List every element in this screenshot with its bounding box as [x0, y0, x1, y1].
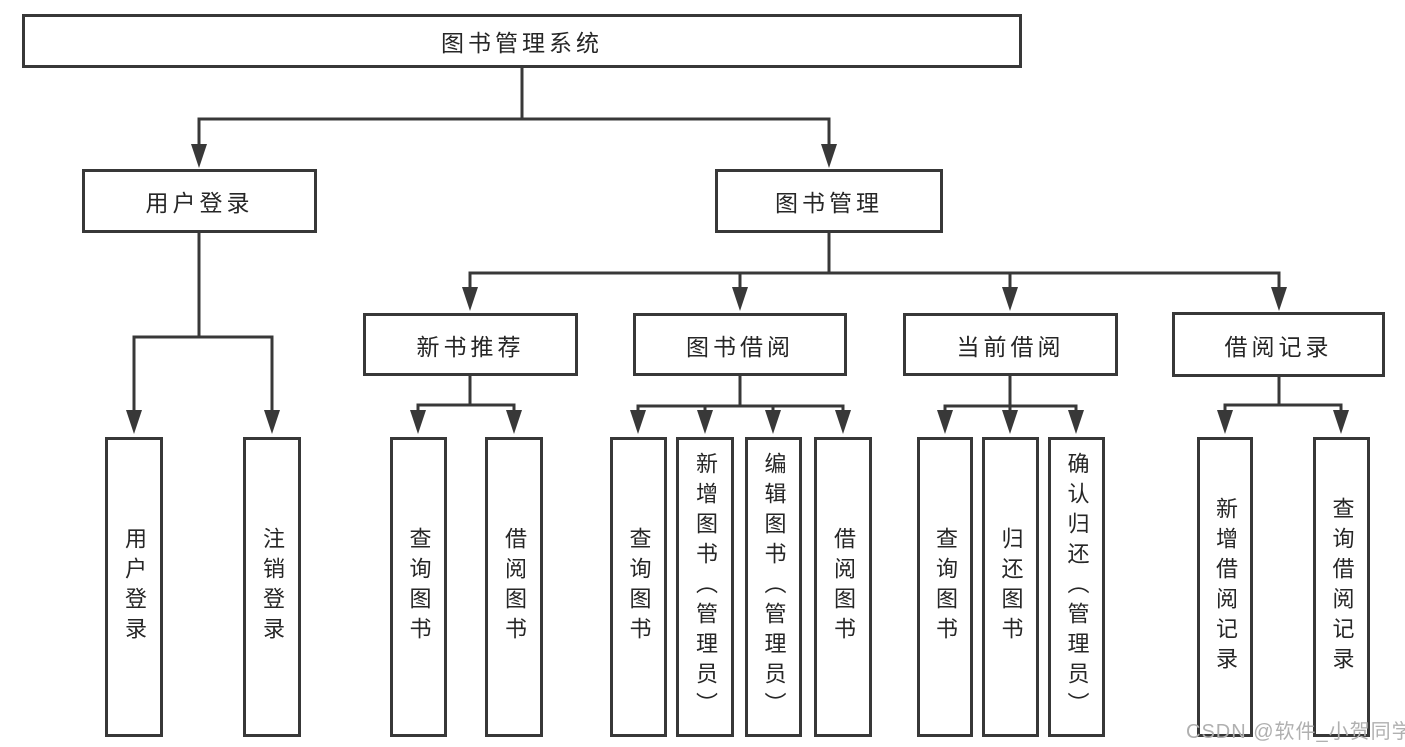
- leaf-query-borrow-record-label: 查询借阅记录: [1329, 497, 1355, 677]
- connector-borrowing-records-to-leaves: [1217, 377, 1349, 434]
- leaf-add-books-admin: 新增图书（管理员）: [676, 437, 734, 737]
- node-current-borrowing-label: 当前借阅: [956, 333, 1065, 360]
- connector-book-management-to-level3: [462, 233, 1287, 311]
- arrowhead-icon: [191, 144, 207, 168]
- arrowhead-icon: [1002, 287, 1018, 311]
- leaf-recommend-query-books: 查询图书: [390, 437, 447, 737]
- leaf-query-borrow-record: 查询借阅记录: [1313, 437, 1370, 737]
- node-book-management: 图书管理: [715, 169, 943, 233]
- arrowhead-icon: [765, 410, 781, 434]
- leaf-confirm-return-admin-label: 确认归还（管理员）: [1064, 452, 1090, 722]
- connector-user-login-to-leaves: [126, 233, 280, 434]
- leaf-recommend-query-books-label: 查询图书: [406, 527, 432, 647]
- leaf-borrow-books-label: 借阅图书: [831, 527, 856, 647]
- leaf-return-books: 归还图书: [982, 437, 1039, 737]
- leaf-confirm-return-admin: 确认归还（管理员）: [1048, 437, 1105, 737]
- leaf-edit-books-admin: 编辑图书（管理员）: [745, 437, 802, 737]
- arrowhead-icon: [410, 410, 426, 434]
- leaf-current-query-books-label: 查询图书: [933, 527, 958, 647]
- arrowhead-icon: [732, 287, 748, 311]
- leaf-add-borrow-record: 新增借阅记录: [1197, 437, 1253, 737]
- arrowhead-icon: [697, 410, 713, 434]
- arrowhead-icon: [1002, 410, 1018, 434]
- leaf-add-books-admin-label: 新增图书（管理员）: [693, 452, 718, 722]
- arrowhead-icon: [821, 144, 837, 168]
- arrowhead-icon: [630, 410, 646, 434]
- arrowhead-icon: [1271, 287, 1287, 311]
- leaf-borrow-query-books-label: 查询图书: [626, 527, 652, 647]
- node-borrowing-records-label: 借阅记录: [1224, 333, 1333, 360]
- leaf-recommend-borrow-books-label: 借阅图书: [502, 527, 527, 647]
- node-new-book-recommendation-label: 新书推荐: [416, 333, 525, 360]
- arrowhead-icon: [1068, 410, 1084, 434]
- connector-current-borrowing-to-leaves: [937, 376, 1084, 434]
- arrowhead-icon: [937, 410, 953, 434]
- connector-root-to-level2: [191, 68, 837, 168]
- node-borrowing-records: 借阅记录: [1172, 312, 1385, 377]
- connector-book-borrowing-to-leaves: [630, 376, 851, 434]
- node-new-book-recommendation: 新书推荐: [363, 313, 578, 376]
- node-root-label: 图书管理系统: [441, 30, 603, 56]
- node-book-management-label: 图书管理: [775, 190, 883, 216]
- node-user-login-label: 用户登录: [145, 190, 254, 216]
- arrowhead-icon: [1333, 410, 1349, 434]
- leaf-current-query-books: 查询图书: [917, 437, 973, 737]
- arrowhead-icon: [462, 287, 478, 311]
- node-book-borrowing: 图书借阅: [633, 313, 847, 376]
- csdn-watermark: CSDN @软件_小贺同学: [1186, 721, 1405, 743]
- arrowhead-icon: [126, 410, 142, 434]
- node-root: 图书管理系统: [22, 14, 1022, 68]
- leaf-user-login: 用户登录: [105, 437, 163, 737]
- node-user-login: 用户登录: [82, 169, 317, 233]
- leaf-add-borrow-record-label: 新增借阅记录: [1213, 497, 1238, 677]
- leaf-logout-label: 注销登录: [260, 527, 285, 647]
- arrowhead-icon: [1217, 410, 1233, 434]
- leaf-logout: 注销登录: [243, 437, 301, 737]
- arrowhead-icon: [264, 410, 280, 434]
- arrowhead-icon: [506, 410, 522, 434]
- arrowhead-icon: [835, 410, 851, 434]
- leaf-borrow-books: 借阅图书: [814, 437, 872, 737]
- connector-new-book-recommendation-to-leaves: [410, 376, 522, 434]
- node-current-borrowing: 当前借阅: [903, 313, 1118, 376]
- leaf-edit-books-admin-label: 编辑图书（管理员）: [761, 452, 787, 722]
- leaf-borrow-query-books: 查询图书: [610, 437, 667, 737]
- node-book-borrowing-label: 图书借阅: [686, 333, 794, 360]
- leaf-return-books-label: 归还图书: [998, 527, 1024, 647]
- leaf-recommend-borrow-books: 借阅图书: [485, 437, 543, 737]
- leaf-user-login-label: 用户登录: [122, 527, 147, 647]
